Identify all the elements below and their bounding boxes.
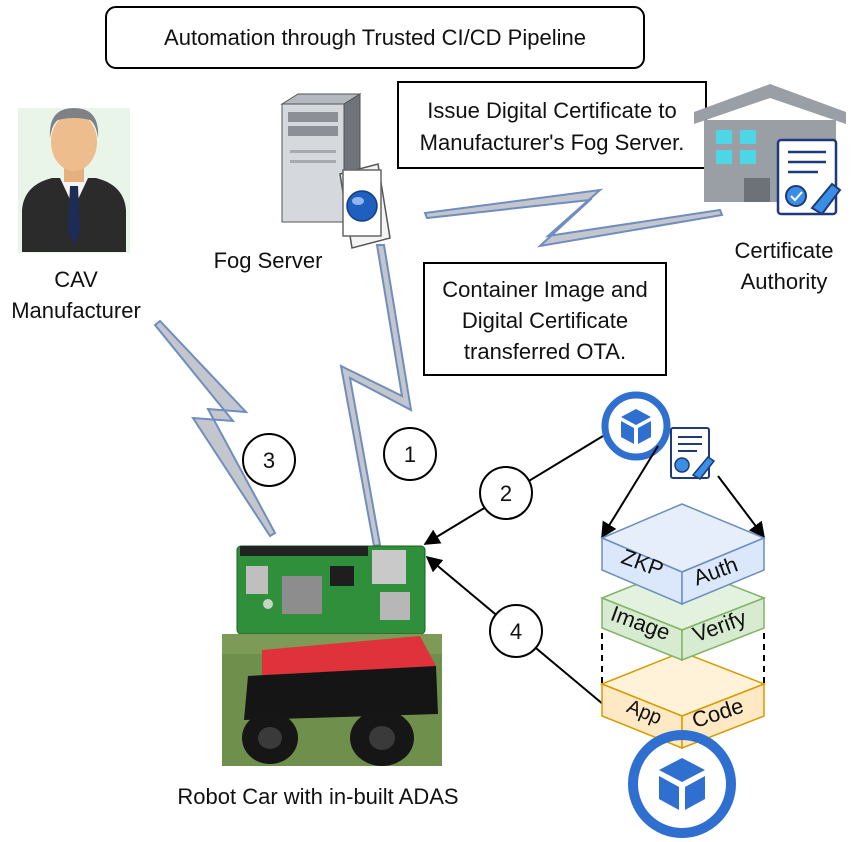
svg-text:1: 1: [404, 442, 416, 467]
svg-text:3: 3: [263, 448, 275, 473]
manufacturer-label-line2: Manufacturer: [11, 298, 141, 323]
issue-note-line1: Issue Digital Certificate to: [427, 98, 676, 123]
container-icon-bottom: [628, 730, 736, 838]
container-icon-top: [601, 391, 671, 461]
step-2-marker: 2: [479, 466, 533, 520]
svg-text:2: 2: [500, 481, 512, 506]
svg-text:4: 4: [510, 619, 522, 644]
wireless-link-1: [339, 244, 413, 548]
step-3-marker: 3: [242, 433, 296, 487]
ca-label-line1: Certificate: [734, 238, 833, 263]
transfer-note-line3: transferred OTA.: [464, 339, 626, 364]
certificate-document-icon: [776, 138, 842, 216]
manufacturer-person-icon: [18, 108, 130, 253]
step-1-marker: 1: [383, 427, 437, 481]
robot-car-image: [222, 634, 442, 766]
transfer-note-line2: Digital Certificate: [462, 308, 628, 333]
pipeline-label: Automation through Trusted CI/CD Pipelin…: [164, 25, 586, 50]
raspberry-pi-board-image: [236, 545, 426, 635]
wireless-link-ca-to-fog: [423, 188, 724, 248]
arrow-to-zkp: [601, 445, 659, 539]
issue-certificate-note: Issue Digital Certificate to Manufacture…: [397, 81, 707, 169]
certificate-document-icon-small: [670, 427, 716, 480]
step-4-marker: 4: [489, 604, 543, 658]
certificate-badge-icon: [339, 163, 391, 249]
pipeline-banner: Automation through Trusted CI/CD Pipelin…: [105, 6, 645, 69]
manufacturer-label-line1: CAV: [54, 267, 98, 292]
wireless-link-3: [153, 319, 277, 538]
ca-label-line2: Authority: [741, 269, 828, 294]
arrow-to-auth: [717, 475, 765, 539]
stack-layer-zkp-auth: ZKP Auth: [600, 503, 766, 606]
fog-server-label: Fog Server: [214, 248, 323, 273]
ota-transfer-note: Container Image and Digital Certificate …: [423, 262, 667, 376]
issue-note-line2: Manufacturer's Fog Server.: [420, 130, 685, 155]
transfer-note-line1: Container Image and: [442, 277, 647, 302]
stack-layer-app-code: App Code: [599, 651, 767, 750]
robot-car-label: Robot Car with in-built ADAS: [177, 784, 458, 809]
